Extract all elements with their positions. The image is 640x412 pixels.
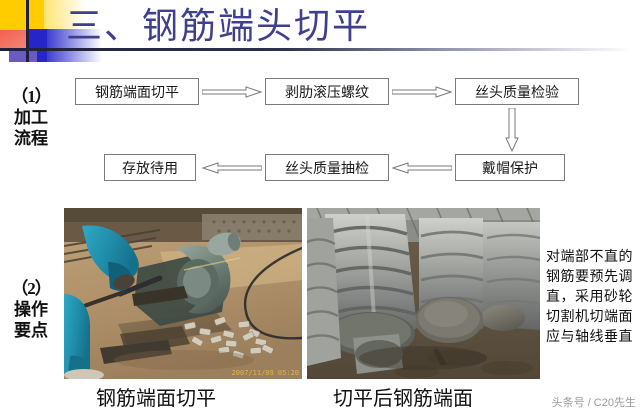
- logo-vertical-rule: [26, 0, 29, 62]
- logo-blue-gradient: [40, 29, 102, 62]
- page-title: 三、钢筋端头切平: [66, 6, 371, 46]
- photo-caption-right: 切平后钢筋端面: [333, 388, 473, 410]
- flow-box-rib-stripping-rolling: 剥肋滚压螺纹: [265, 78, 389, 105]
- flow-box-thread-quality-inspection: 丝头质量检验: [455, 78, 579, 105]
- process-flowchart: 钢筋端面切平 剥肋滚压螺纹 丝头质量检验 存放待用 丝头质量抽检 戴帽保护: [62, 72, 580, 190]
- section-text-2a: 操作: [14, 300, 48, 319]
- flow-box-cap-protection: 戴帽保护: [455, 154, 565, 181]
- rebar-cutting-photo: 2007/11/09 05:20: [64, 208, 302, 379]
- section-label-1: （1） 加工 流程: [2, 86, 60, 149]
- decorative-logo: [0, 0, 102, 62]
- title-underline-rule: [0, 48, 632, 51]
- section-label-2: （2） 操作 要点: [2, 278, 60, 341]
- flow-box-rebar-end-facing: 钢筋端面切平: [75, 78, 199, 105]
- photo-timestamp: 2007/11/09 05:20: [231, 369, 299, 377]
- cut-rebar-ends-photo: [307, 208, 540, 379]
- section-number-1: （1）: [11, 87, 52, 106]
- operation-note-text: 对端部不直的钢筋要预先调直，采用砂轮切割机切端面应与轴线垂直: [546, 250, 633, 345]
- logo-purple-square: [9, 49, 37, 62]
- arrow-right-icon-2: [392, 86, 452, 98]
- watermark-label: 头条号 / C20先生: [551, 397, 636, 409]
- photo-caption-left: 钢筋端面切平: [96, 388, 216, 410]
- arrow-right-icon-1: [202, 86, 262, 98]
- arrow-left-icon-2: [392, 162, 452, 174]
- section-text-1a: 加工: [14, 108, 48, 127]
- logo-red-square: [0, 30, 32, 49]
- rebar-cutting-photo-art: [64, 208, 302, 379]
- arrow-down-icon-1: [505, 108, 519, 152]
- arrow-left-icon-1: [199, 162, 262, 174]
- section-number-2: （2）: [11, 279, 52, 298]
- flow-box-storage-standby: 存放待用: [104, 154, 196, 181]
- section-text-1b: 流程: [14, 129, 48, 148]
- section-text-2b: 要点: [14, 321, 48, 340]
- cut-rebar-ends-photo-art: [307, 208, 540, 379]
- logo-yellow-square: [0, 0, 44, 30]
- flow-box-thread-sampling-check: 丝头质量抽检: [265, 154, 389, 181]
